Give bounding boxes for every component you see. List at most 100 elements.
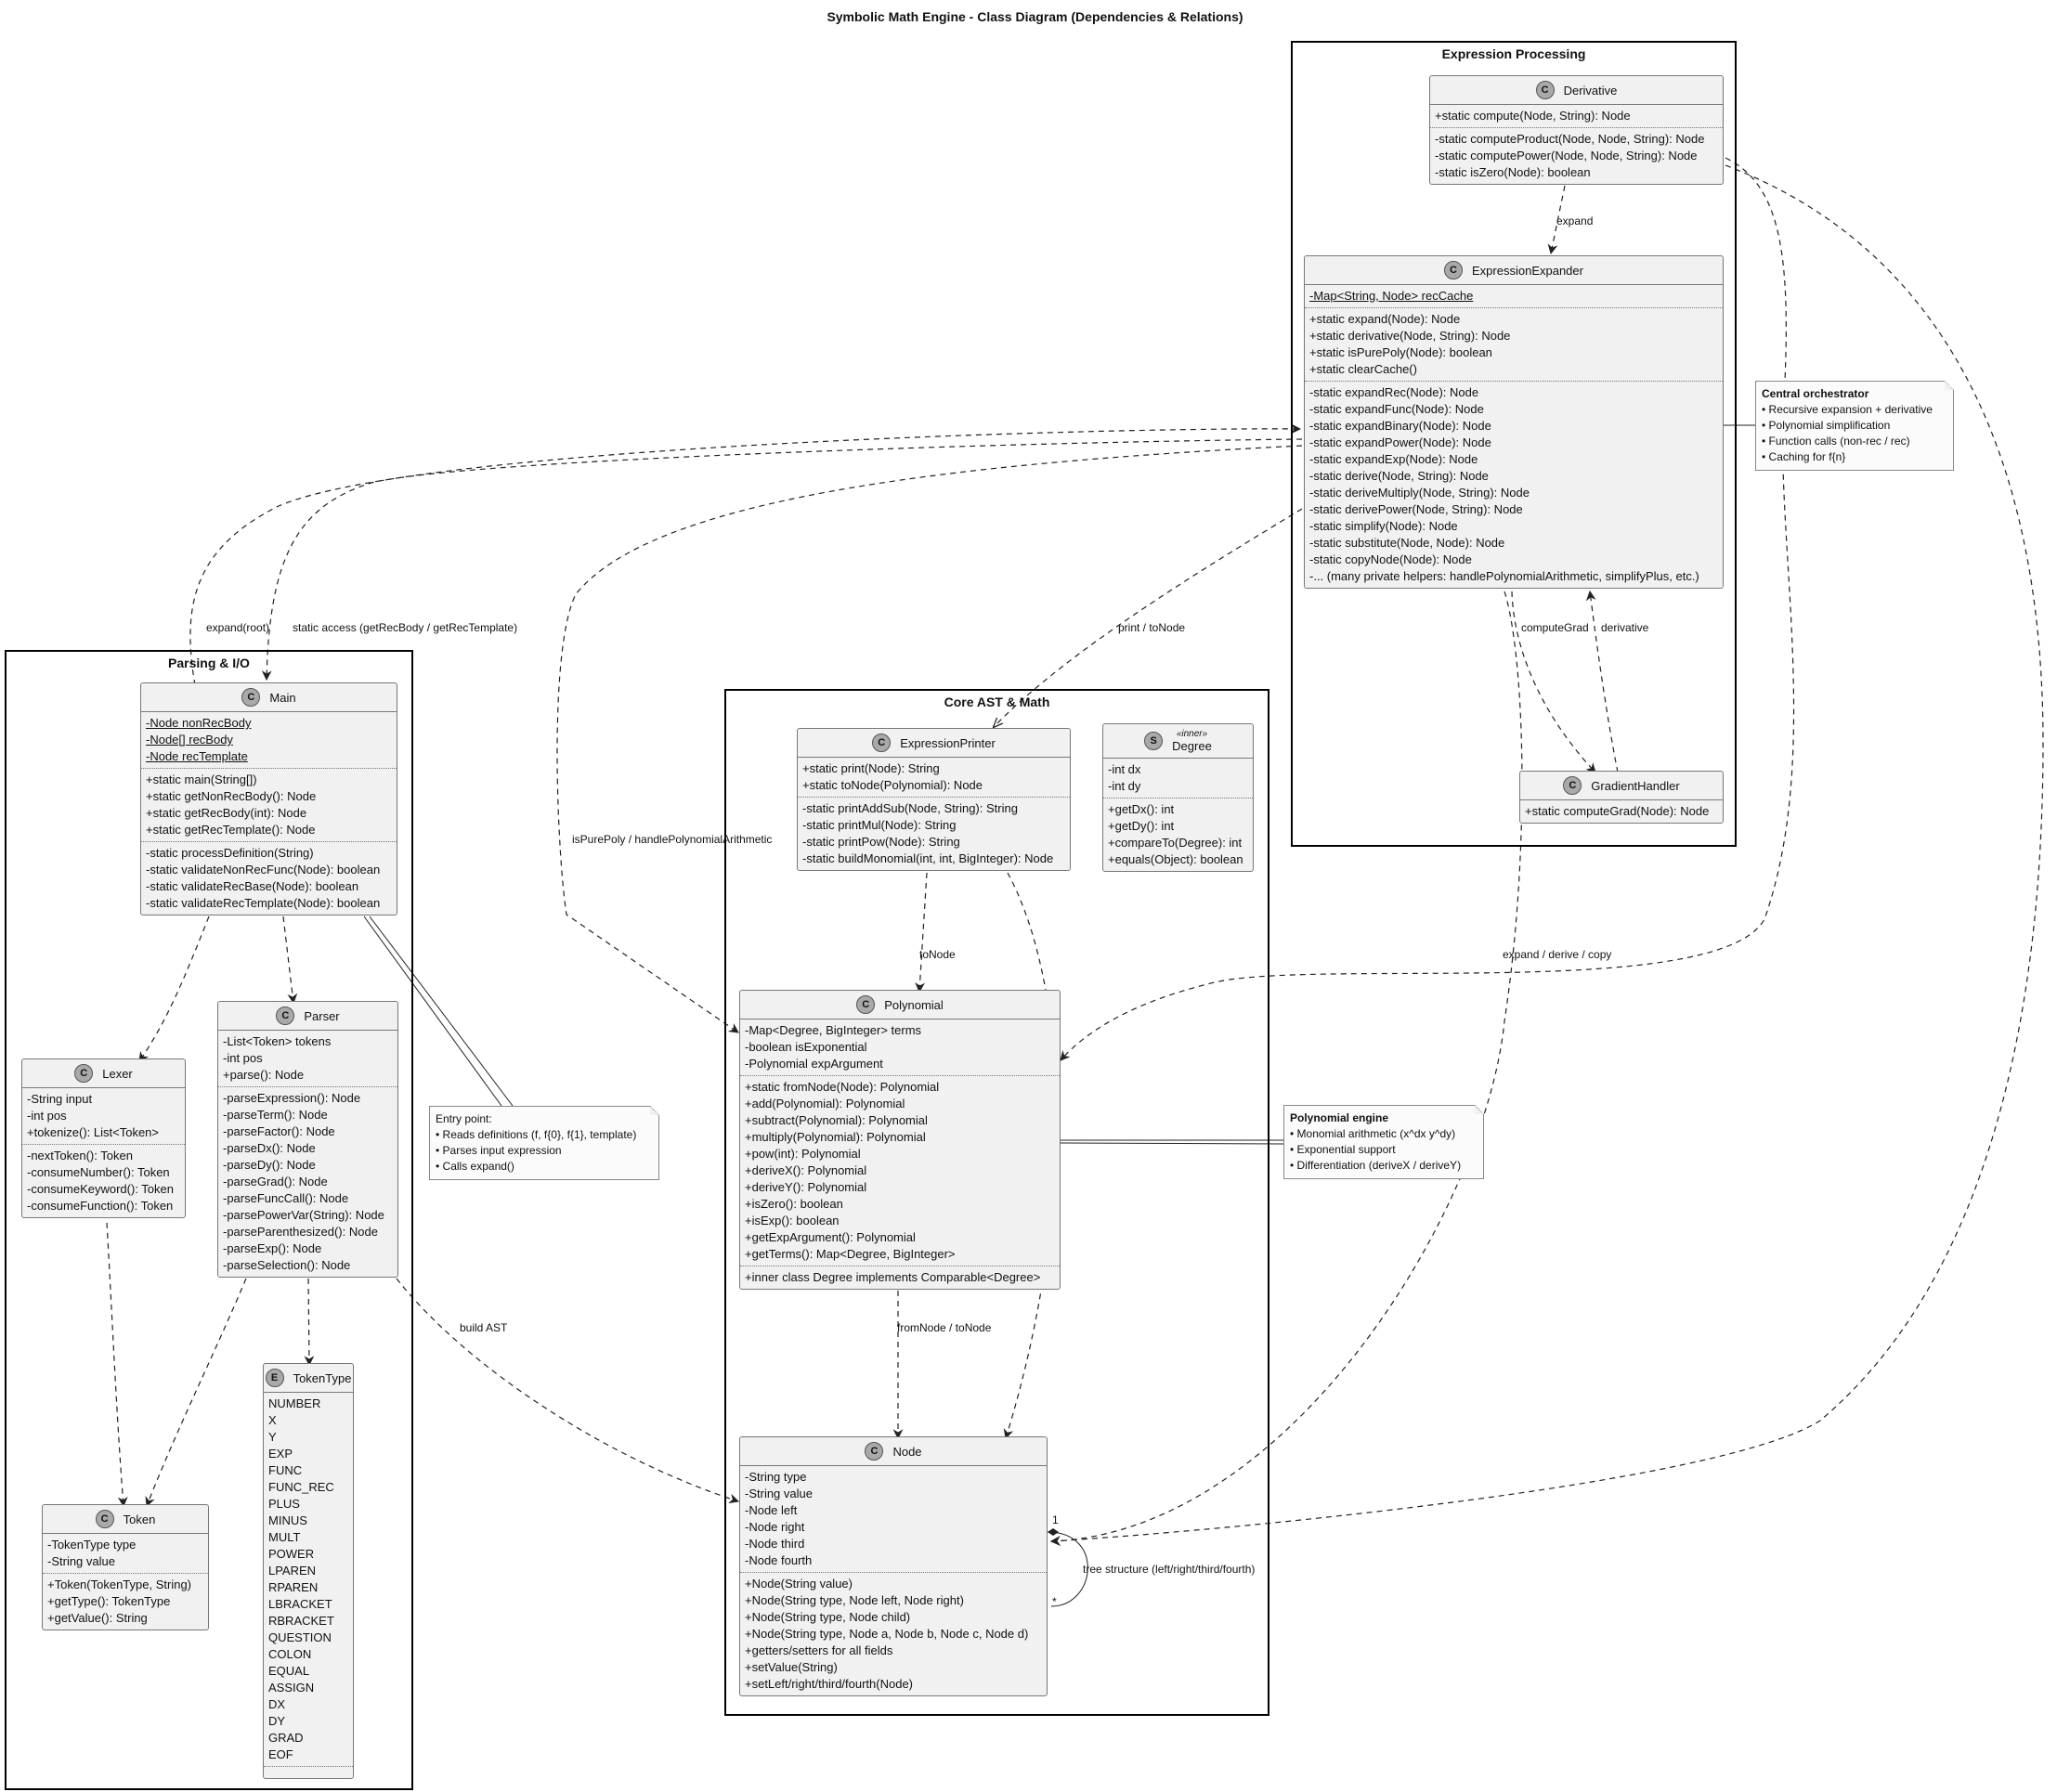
member-line: -parseDx(): Node: [223, 1141, 316, 1155]
member-line: +static derivative(Node, String): Node: [1309, 329, 1511, 343]
member-line: -parseDy(): Node: [223, 1158, 316, 1172]
member-line: -parseTerm(): Node: [223, 1108, 328, 1122]
member-line: LPAREN: [268, 1564, 317, 1578]
member-line: Entry point:: [436, 1112, 492, 1125]
member-line: -static deriveMultiply(Node, String): No…: [1309, 486, 1530, 500]
member-line: • Polynomial simplification: [1762, 419, 1891, 432]
class-header: S«inner»Degree: [1103, 724, 1253, 759]
member-line: -String type: [745, 1470, 807, 1484]
member-line: -List<Token> tokens: [223, 1034, 332, 1048]
package-title: Parsing & I/O: [168, 656, 250, 670]
class-kind-icon: C: [856, 995, 876, 1014]
member-line: -parsePowerVar(String): Node: [223, 1208, 384, 1222]
class-kind-icon: C: [1444, 261, 1464, 279]
member-line: -static substitute(Node, Node): Node: [1309, 536, 1505, 550]
member-line: NUMBER: [268, 1396, 321, 1410]
class-section-public: +static main(String[])+static getNonRecB…: [141, 768, 397, 841]
member-line: -... (many private helpers: handlePolyno…: [1309, 569, 1699, 583]
member-line: -static expandBinary(Node): Node: [1309, 419, 1491, 433]
package-title: Core AST & Math: [944, 695, 1050, 709]
class-kind-icon: C: [74, 1064, 94, 1083]
member-line: -static simplify(Node): Node: [1309, 519, 1458, 533]
member-line: -int dy: [1108, 779, 1141, 793]
member-line: -static processDefinition(String): [146, 846, 314, 860]
member-line: -consumeKeyword(): Token: [27, 1182, 174, 1196]
member-line: +static getRecBody(int): Node: [146, 806, 307, 820]
member-line: +isZero(): boolean: [745, 1197, 843, 1211]
class-section-empty: [264, 1766, 353, 1778]
member-line: DY: [268, 1714, 286, 1728]
member-line: -static validateRecTemplate(Node): boole…: [146, 896, 381, 910]
member-line: • Caching for f{n}: [1762, 450, 1846, 463]
member-line: +equals(Object): boolean: [1108, 852, 1243, 866]
member-line: MINUS: [268, 1513, 307, 1527]
member-line: QUESTION: [268, 1630, 332, 1644]
member-line: +isExp(): boolean: [745, 1214, 840, 1227]
member-line: +static getRecTemplate(): Node: [146, 823, 316, 837]
label-print-tonode: print / toNode: [1118, 621, 1186, 634]
class-name: Parser: [304, 1008, 340, 1023]
member-line: • Exponential support: [1290, 1143, 1396, 1156]
member-line: -static validateNonRecFunc(Node): boolea…: [146, 863, 381, 877]
member-line: +getType(): TokenType: [47, 1594, 171, 1608]
member-line: EXP: [268, 1447, 293, 1461]
note-central-orchestrator: Central orchestrator• Recursive expansio…: [1755, 381, 1954, 471]
label-build-ast: build AST: [460, 1321, 508, 1334]
class-kind-icon: C: [865, 1442, 884, 1461]
member-line: -int pos: [223, 1051, 263, 1065]
member-line: -parseExpression(): Node: [223, 1091, 361, 1105]
class-name: Token: [123, 1512, 156, 1526]
member-line: +Node(String type, Node left, Node right…: [745, 1593, 964, 1607]
member-line: -String value: [745, 1487, 813, 1500]
member-line: +Node(String type, Node a, Node b, Node …: [745, 1627, 1029, 1641]
member-line: -nextToken(): Token: [27, 1149, 133, 1162]
member-line: FUNC_REC: [268, 1480, 334, 1494]
label-computegrad: computeGrad: [1521, 621, 1589, 634]
member-line: ASSIGN: [268, 1681, 315, 1695]
member-line: -static expandRec(Node): Node: [1309, 385, 1479, 399]
member-line: • Monomial arithmetic (x^dx y^dy): [1290, 1127, 1456, 1140]
class-section-public: +Node(String value) +Node(String type, No…: [740, 1572, 1047, 1695]
member-line: -Node fourth: [745, 1553, 813, 1567]
diagram-title: Symbolic Math Engine - Class Diagram (De…: [827, 9, 1243, 24]
class-stereotype: «inner»: [1176, 729, 1208, 739]
member-line: -parseParenthesized(): Node: [223, 1225, 378, 1239]
member-line: -static printAddSub(Node, String): Strin…: [802, 801, 1018, 815]
wire-expander-main: [261, 438, 1303, 682]
member-line: +static isPurePoly(Node): boolean: [1309, 345, 1492, 359]
member-line: EOF: [268, 1747, 293, 1761]
label-ispurepoly: isPurePoly / handlePolynomialArithmetic: [572, 833, 773, 846]
package-title: Expression Processing: [1441, 46, 1586, 61]
class-section-public: +static computeGrad(Node): Node: [1520, 800, 1723, 823]
member-line: +Node(String value): [745, 1577, 853, 1591]
member-line: +getValue(): String: [47, 1611, 148, 1625]
member-line: -parseSelection(): Node: [223, 1258, 351, 1272]
member-line: -parseFactor(): Node: [223, 1124, 335, 1138]
member-line: -static derivePower(Node, String): Node: [1309, 502, 1523, 516]
member-line: -Node recTemplate: [146, 749, 248, 763]
member-line: +deriveY(): Polynomial: [745, 1180, 867, 1194]
member-line: -Node nonRecBody: [146, 716, 252, 730]
class-degree[interactable]: S«inner»Degree-int dx-int dy+getDx(): in…: [1102, 723, 1254, 872]
member-line: -static printMul(Node): String: [802, 818, 957, 832]
member-line: -static computeProduct(Node, Node, Strin…: [1435, 132, 1705, 146]
member-line: -int pos: [27, 1109, 67, 1123]
class-kind-icon: S: [1144, 732, 1164, 750]
note-title: Central orchestrator: [1762, 387, 1869, 400]
member-line: +static toNode(Polynomial): Node: [802, 778, 983, 792]
